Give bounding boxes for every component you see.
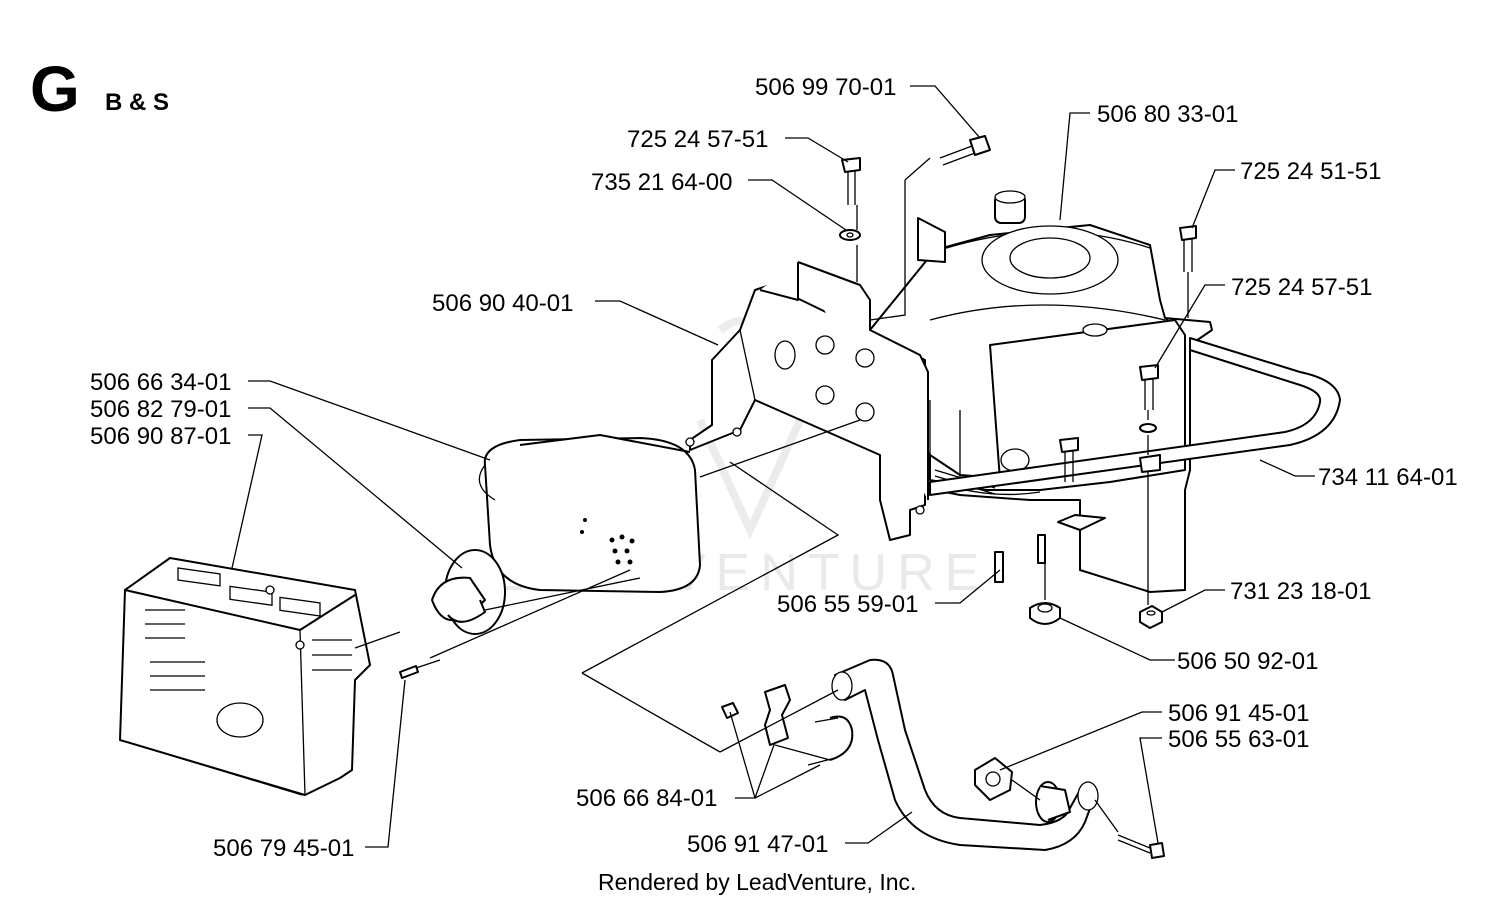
flange-bolt (1117, 834, 1165, 859)
part-labels: 506 99 70-01 725 24 57-51 735 21 64-00 5… (90, 74, 1458, 862)
shield-screw (399, 659, 441, 679)
part-label[interactable]: 725 24 51-51 (1240, 158, 1381, 185)
footer-credit: Rendered by LeadVenture, Inc. (598, 869, 916, 895)
section-letter: G (30, 53, 80, 125)
mounting-bracket (685, 217, 946, 541)
part-label[interactable]: 506 99 70-01 (755, 74, 896, 101)
bolt-725-24-57-51-right (1139, 364, 1161, 473)
part-label[interactable]: 506 66 34-01 (90, 369, 231, 396)
part-label[interactable]: 506 90 87-01 (90, 423, 231, 450)
washer-735-21-64-00 (839, 229, 861, 241)
muffler-shield (119, 557, 371, 796)
bolt-725-24-57-51-top (841, 157, 861, 205)
section-subtitle: B & S (105, 89, 169, 116)
tube-frame (929, 337, 1341, 496)
part-label[interactable]: 506 82 79-01 (90, 396, 231, 423)
exhaust-clamp (721, 684, 854, 766)
assembly-guides (354, 157, 1189, 833)
part-label[interactable]: 506 79 45-01 (213, 835, 354, 862)
part-label[interactable]: 506 80 33-01 (1097, 101, 1238, 128)
bolt-506-99-70-01 (939, 135, 991, 166)
muffler (478, 434, 701, 593)
part-label[interactable]: 725 24 57-51 (627, 126, 768, 153)
exhaust-gasket (974, 757, 1013, 801)
exhaust-flange (1035, 781, 1071, 823)
spark-deflector (431, 549, 506, 635)
part-label[interactable]: 506 55 59-01 (777, 591, 918, 618)
leader-lines (231, 85, 1315, 848)
spacer-506-50-92-01 (1029, 602, 1061, 625)
part-label[interactable]: 731 23 18-01 (1230, 578, 1371, 605)
part-label[interactable]: 506 55 63-01 (1168, 726, 1309, 753)
part-label[interactable]: 506 90 40-01 (432, 290, 573, 317)
part-label[interactable]: 506 50 92-01 (1177, 648, 1318, 675)
part-label[interactable]: 725 24 57-51 (1231, 274, 1372, 301)
part-label[interactable]: 506 91 45-01 (1168, 700, 1309, 727)
part-label[interactable]: 506 66 84-01 (576, 785, 717, 812)
pin-506-55-59-01 (994, 534, 1046, 583)
bolt-725-24-51-51 (1179, 225, 1197, 272)
small-bracket (1057, 514, 1106, 531)
part-label[interactable]: 735 21 64-00 (591, 169, 732, 196)
nut-731-23-18-01 (1139, 605, 1163, 629)
part-label[interactable]: 734 11 64-01 (1318, 464, 1458, 491)
bolt-lower-left (1059, 437, 1079, 482)
part-label[interactable]: 506 91 47-01 (687, 831, 828, 858)
exhaust-pipe (831, 658, 1099, 851)
